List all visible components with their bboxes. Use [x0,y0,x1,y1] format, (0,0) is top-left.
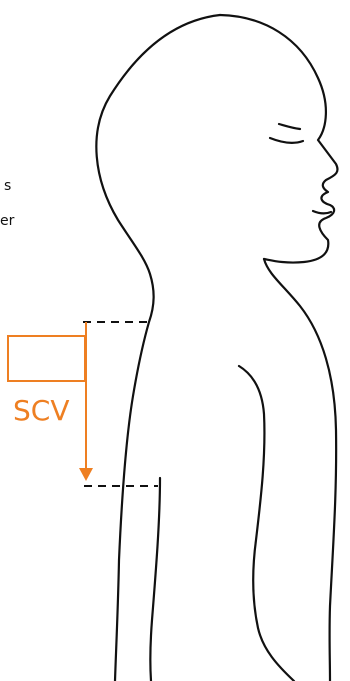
scv-label: SCV [13,394,69,427]
cropped-text-line-1: s [4,178,11,194]
cropped-text-line-2: er [0,213,15,229]
